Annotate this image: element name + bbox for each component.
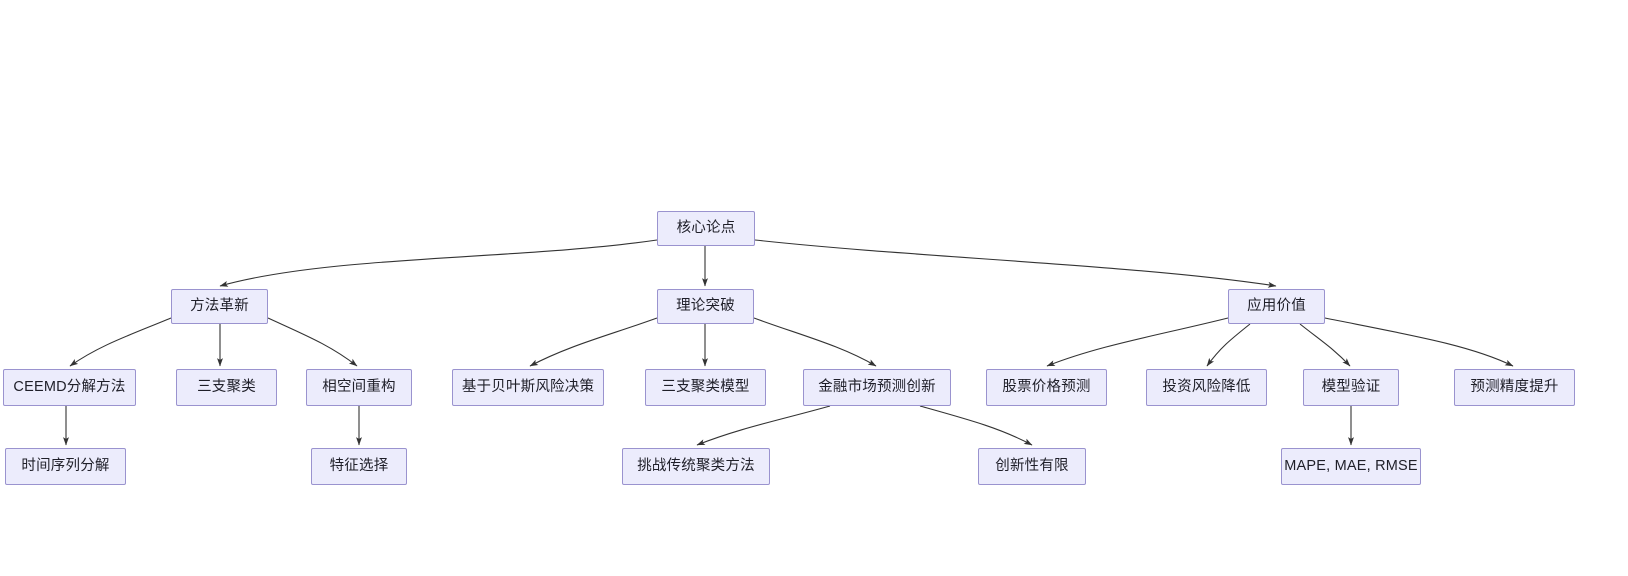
flow-edge [696,405,831,446]
flow-edge [1046,317,1229,367]
flow-node[interactable]: 基于贝叶斯风险决策 [452,369,604,406]
flow-node[interactable]: 模型验证 [1303,369,1399,406]
flow-edge [219,239,658,287]
flow-node-label: 应用价值 [1247,298,1306,315]
flow-node-label: 基于贝叶斯风险决策 [461,379,595,396]
flow-edge [1324,317,1514,367]
flow-node-label: 金融市场预测创新 [818,379,936,396]
flow-node-label: 理论突破 [676,298,735,315]
flow-edge [919,405,1033,446]
flow-node[interactable]: 投资风险降低 [1146,369,1267,406]
flow-node-label: 三支聚类 [197,379,256,396]
flow-node[interactable]: 股票价格预测 [986,369,1107,406]
flow-node-label: 特征选择 [329,458,389,475]
flow-node-label: 模型验证 [1321,379,1381,396]
flow-node[interactable]: MAPE, MAE, RMSE [1281,448,1421,485]
flow-node[interactable]: 三支聚类 [176,369,277,406]
flow-node[interactable]: 时间序列分解 [5,448,126,485]
flow-node-label: 相空间重构 [322,379,396,396]
flow-node[interactable]: 金融市场预测创新 [803,369,951,406]
flow-node-label: 三支聚类模型 [661,379,750,396]
flow-node-label: 核心论点 [676,220,736,237]
flow-edge [754,239,1277,288]
edge-group [63,239,1514,446]
flow-edge [69,317,172,367]
flow-node[interactable]: 三支聚类模型 [645,369,766,406]
flow-node-label: 预测精度提升 [1470,379,1559,396]
flow-edge [1206,323,1251,367]
flow-node-label: 时间序列分解 [21,458,110,475]
flow-node-label: MAPE, MAE, RMSE [1284,458,1418,475]
flow-node[interactable]: CEEMD分解方法 [3,369,136,406]
flow-node[interactable]: 理论突破 [657,289,754,324]
flow-node-label: 创新性有限 [995,458,1069,475]
flow-node[interactable]: 预测精度提升 [1454,369,1575,406]
flow-node-label: 方法革新 [190,298,249,315]
flow-edge [1299,323,1351,367]
flow-node[interactable]: 特征选择 [311,448,407,485]
flow-edge [753,317,877,367]
flow-edge [267,317,358,367]
flow-edge [529,317,658,367]
flow-node[interactable]: 相空间重构 [306,369,412,406]
flow-node-label: 投资风险降低 [1162,379,1251,396]
flow-node-label: CEEMD分解方法 [13,379,126,396]
flow-node[interactable]: 应用价值 [1228,289,1325,324]
flow-node-label: 股票价格预测 [1002,379,1091,396]
flow-node[interactable]: 核心论点 [657,211,755,246]
flow-node[interactable]: 方法革新 [171,289,268,324]
flow-node[interactable]: 创新性有限 [978,448,1086,485]
flow-node-label: 挑战传统聚类方法 [637,458,755,475]
flow-node[interactable]: 挑战传统聚类方法 [622,448,770,485]
